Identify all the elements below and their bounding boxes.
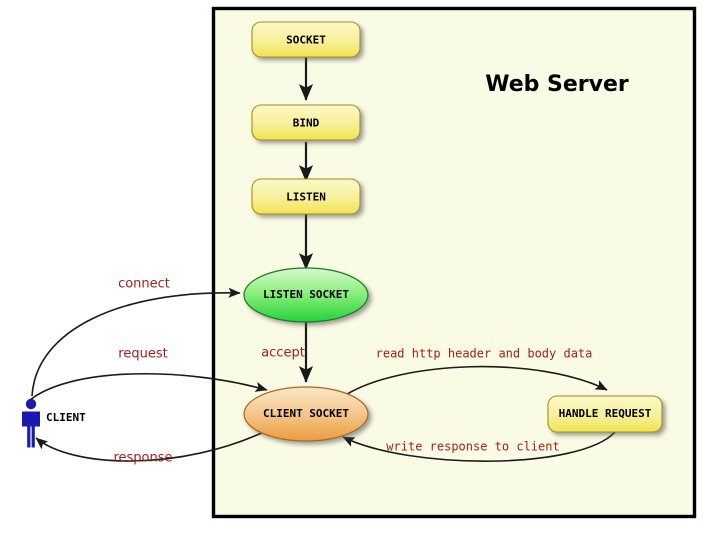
edge-label-request: request: [118, 347, 167, 362]
node-handle-request[interactable]: HANDLE REQUEST: [547, 395, 663, 433]
edge-label-write-response: write response to client: [386, 440, 559, 454]
node-socket[interactable]: SOCKET: [251, 21, 361, 58]
node-listen-socket[interactable]: LISTEN SOCKET: [243, 267, 369, 323]
node-client-socket[interactable]: CLIENT SOCKET: [243, 386, 369, 442]
node-listen-label: LISTEN: [286, 191, 326, 204]
edge-label-response: response: [113, 451, 172, 466]
node-client-socket-label: CLIENT SOCKET: [263, 407, 349, 420]
edge-write-response: [342, 431, 616, 462]
frame-title: Web Server: [485, 72, 629, 97]
node-handle-request-label: HANDLE REQUEST: [559, 407, 652, 420]
edge-label-accept: accept: [261, 346, 305, 361]
node-listen-socket-label: LISTEN SOCKET: [263, 288, 349, 301]
person-icon: [21, 398, 40, 448]
node-socket-label: SOCKET: [286, 34, 326, 47]
node-listen[interactable]: LISTEN: [251, 178, 361, 215]
node-bind-label: BIND: [293, 117, 320, 130]
edge-request: [29, 372, 268, 401]
edge-read-http: [343, 365, 608, 397]
edge-response: [35, 429, 269, 462]
edge-label-connect: connect: [118, 277, 170, 292]
node-bind[interactable]: BIND: [251, 104, 361, 141]
edge-connect: [31, 287, 241, 397]
edge-label-read-http: read http header and body data: [376, 347, 593, 361]
actor-client-label: CLIENT: [46, 411, 86, 424]
actor-client[interactable]: CLIENT: [21, 398, 86, 448]
